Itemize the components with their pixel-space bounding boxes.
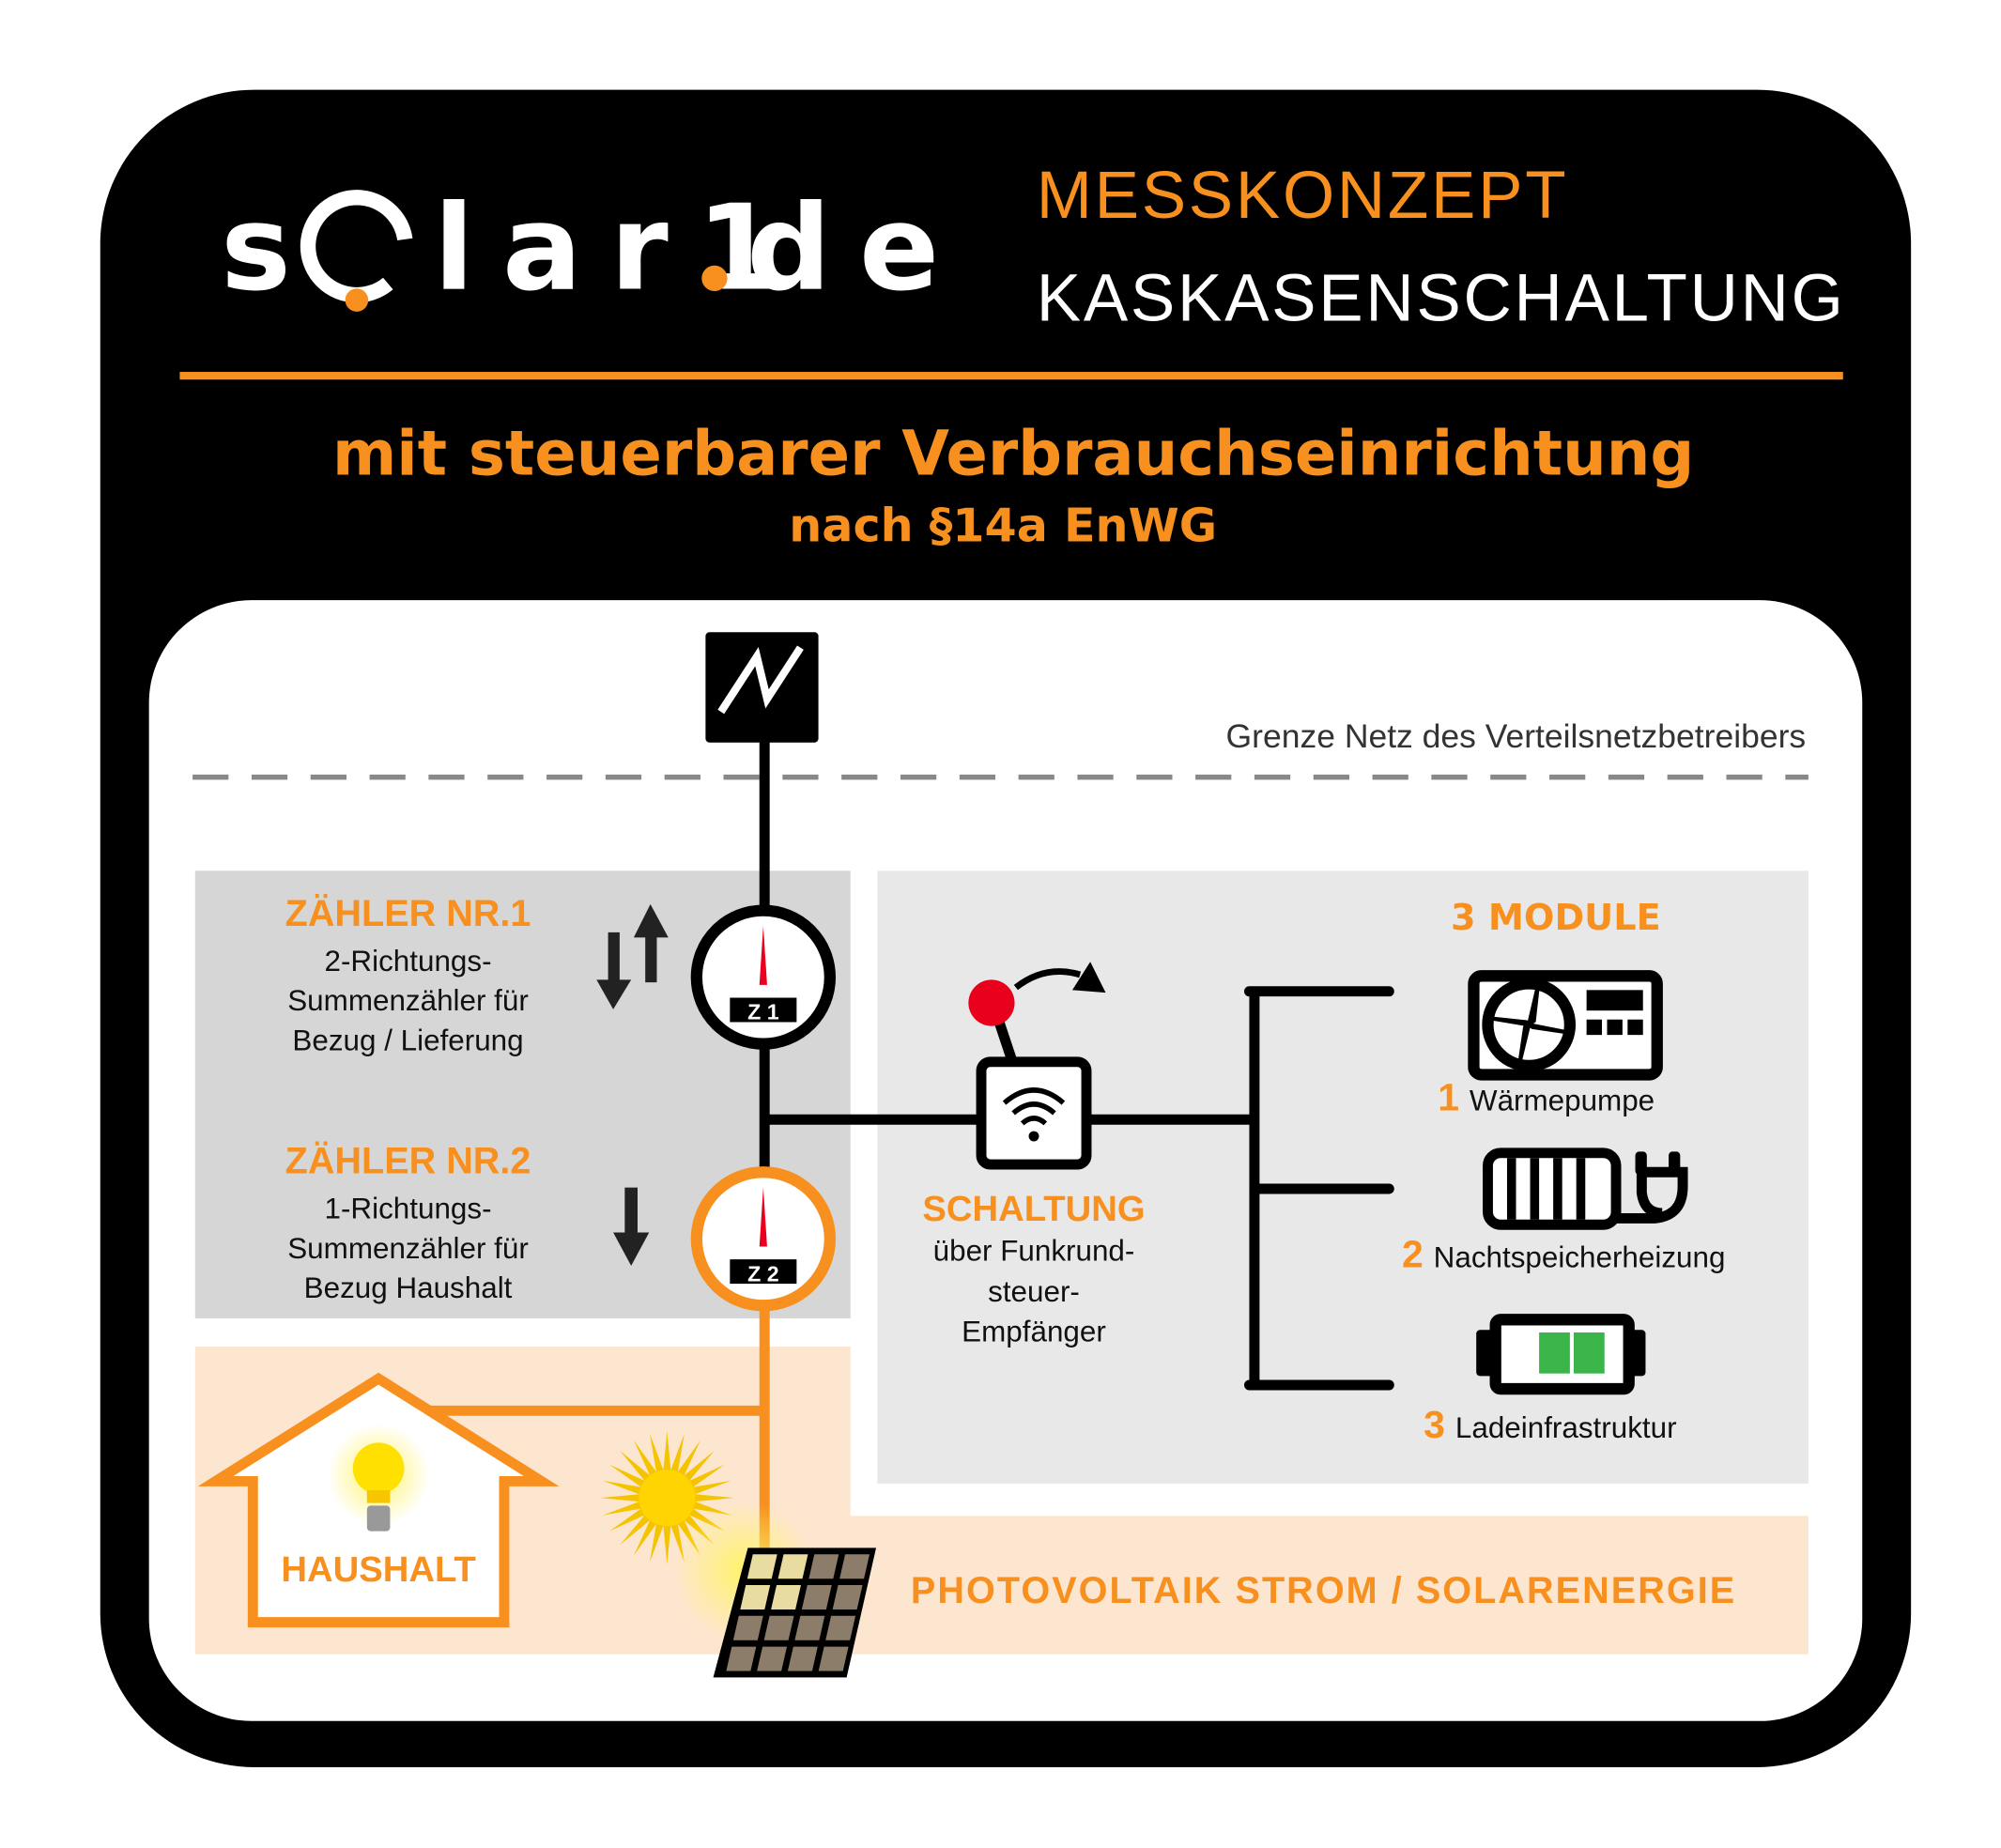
switch-line: Empfänger <box>962 1316 1106 1348</box>
logo-text-s: s <box>221 178 291 316</box>
logo-period-icon <box>701 265 728 292</box>
logo-text-de: de <box>747 178 967 316</box>
meter2-line: 1-Richtungs- <box>325 1192 492 1224</box>
solar-cell <box>801 1585 832 1609</box>
modules-heading: 3 MODULE <box>1451 898 1661 939</box>
battery-icon <box>1476 1314 1646 1395</box>
module-3-text: Ladeinfrastruktur <box>1455 1411 1677 1444</box>
module-1-text: Wärmepumpe <box>1470 1085 1655 1117</box>
solar-cell <box>771 1585 801 1609</box>
solar-cell <box>808 1554 839 1579</box>
module-3-label: 3 Ladeinfrastruktur <box>1424 1403 1676 1446</box>
meter2-heading: ZÄHLER NR.2 <box>285 1141 531 1182</box>
solar-panel-icon <box>673 1500 877 1678</box>
module-1-label: 1 Wärmepumpe <box>1438 1076 1655 1119</box>
meter1-line: 2-Richtungs- <box>325 945 492 978</box>
meter-z1-badge: Z 1 <box>747 1000 779 1024</box>
household-label: HAUSHALT <box>281 1549 475 1590</box>
subtitle-line1: mit steuerbarer Verbrauchseinrichtung <box>332 418 1694 489</box>
logo: s lar1 de <box>221 178 967 316</box>
solar-cell <box>794 1615 825 1640</box>
solar-cell <box>777 1554 808 1579</box>
solar-cell <box>825 1615 856 1640</box>
meter2-line: Bezug Haushalt <box>304 1271 513 1304</box>
sun-core <box>639 1470 696 1527</box>
light-bulb-icon <box>352 1442 405 1495</box>
radio-receiver-icon <box>968 962 1106 1170</box>
solar-cell <box>747 1554 777 1579</box>
module-3-number: 3 <box>1424 1403 1445 1446</box>
grid-boundary-label: Grenze Netz des Verteilsnetzbetreibers <box>1226 717 1807 755</box>
meter1-line: Bezug / Lieferung <box>292 1024 523 1057</box>
solar-cell <box>763 1615 794 1640</box>
solar-cell <box>726 1646 757 1671</box>
module-2-text: Nachtspeicherheizung <box>1434 1240 1726 1273</box>
household-pv-region <box>194 1347 1809 1655</box>
meter1-heading: ZÄHLER NR.1 <box>285 893 531 934</box>
module-2-label: 2 Nachtspeicherheizung <box>1402 1232 1725 1275</box>
solar-cell <box>839 1554 870 1579</box>
solar-cell <box>740 1585 771 1609</box>
down-arrow-icon <box>613 1187 650 1266</box>
household-icon <box>197 1372 560 1628</box>
logo-ring-icon <box>300 190 414 303</box>
power-grid-icon <box>705 632 819 743</box>
header-divider <box>179 372 1843 380</box>
heat-pump-icon <box>1468 970 1663 1081</box>
title-line2: KASKASENSCHALTUNG <box>1037 261 1846 335</box>
switch-description: SCHALTUNG über Funkrund- steuer- Empfäng… <box>922 1189 1145 1348</box>
solar-cell <box>732 1615 763 1640</box>
switch-line: steuer- <box>988 1275 1080 1308</box>
solar-cell <box>787 1646 818 1671</box>
storage-heater-icon <box>1483 1147 1688 1230</box>
switch-line: über Funkrund- <box>933 1235 1135 1268</box>
meter2-line: Summenzähler für <box>287 1232 529 1265</box>
meter-z2-icon: Z 2 <box>690 1166 837 1312</box>
logo-dot-icon <box>345 288 369 312</box>
title-line1: MESSKONZEPT <box>1037 159 1569 233</box>
subtitle-line2: nach §14a EnWG <box>789 498 1217 552</box>
logo-text-lar1: lar1 <box>434 178 807 316</box>
pv-label: PHOTOVOLTAIK STROM / SOLARENERGIE <box>911 1570 1736 1611</box>
meter2-description: ZÄHLER NR.2 1-Richtungs- Summenzähler fü… <box>285 1141 531 1304</box>
meter-z1-icon: Z 1 <box>690 904 837 1050</box>
solar-cell <box>818 1646 849 1671</box>
solar-cell <box>757 1646 788 1671</box>
switch-heading: SCHALTUNG <box>922 1189 1145 1229</box>
meter1-description: ZÄHLER NR.1 2-Richtungs- Summenzähler fü… <box>285 893 531 1056</box>
bidirectional-arrows-icon <box>596 903 669 1009</box>
solar-cell <box>832 1585 863 1609</box>
module-2-number: 2 <box>1402 1232 1424 1275</box>
meter-z2-badge: Z 2 <box>747 1261 779 1286</box>
meter1-line: Summenzähler für <box>287 984 529 1017</box>
module-1-number: 1 <box>1438 1076 1459 1119</box>
